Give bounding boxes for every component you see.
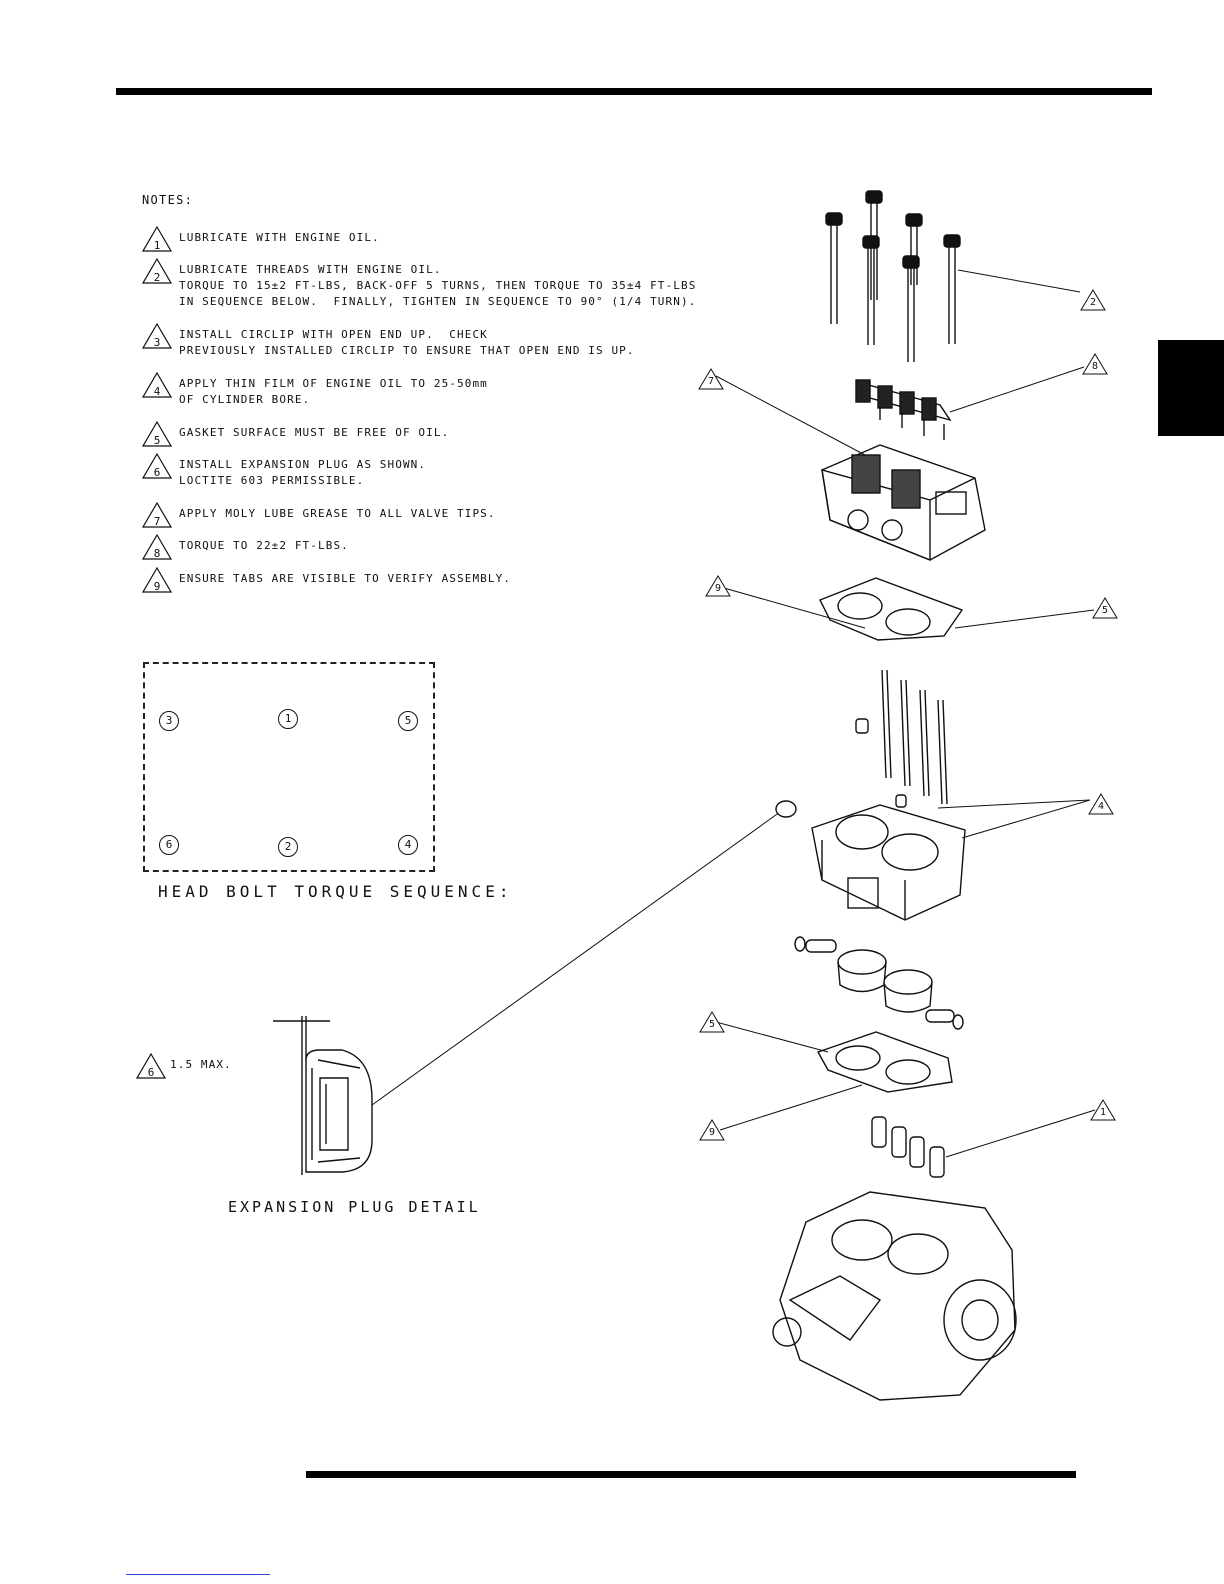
expansion-plug-caption: EXPANSION PLUG DETAIL [228,1198,481,1216]
leader-lines [715,269,1096,1158]
callout-head-bolts: 2 [1080,289,1106,311]
callout-triangle-icon [1088,793,1114,815]
bolt-position: 1 [278,709,298,729]
callout-triangle-icon [705,575,731,597]
callout-base-gasket-tabs: 9 [699,1119,725,1141]
callout-valve-tips: 7 [698,368,724,390]
head-gasket [819,577,964,641]
header-rule [116,88,1152,95]
rocker-arms [855,379,952,440]
chapter-tab [1158,340,1224,436]
lifters [871,1116,945,1178]
head-bolts [825,190,961,362]
callout-base-gasket-surface: 5 [699,1011,725,1033]
warning-triangle-icon [142,534,172,560]
callout-cylinder-bore: 4 [1088,793,1114,815]
bolt-position: 6 [159,835,179,855]
expansion-plug-detail [273,811,781,1175]
callout-lifters: 1 [1090,1099,1116,1121]
callout-triangle-icon [1082,353,1108,375]
callout-rocker-arms: 8 [1082,353,1108,375]
bolt-position: 4 [398,835,418,855]
notes-title: NOTES: [142,193,194,207]
cylinder-block [811,804,966,921]
warning-triangle-icon [142,323,172,349]
warning-triangle-icon [142,226,172,252]
pistons [794,936,964,1030]
callout-head-gasket-tabs: 9 [705,575,731,597]
warning-triangle-icon [142,372,172,398]
warning-triangle-icon [142,502,172,528]
warning-triangle-icon [136,1053,166,1079]
warning-triangle-icon [142,421,172,447]
crankcase [772,1191,1017,1401]
callout-triangle-icon [699,1119,725,1141]
callout-triangle-icon [699,1011,725,1033]
torque-sequence-caption: HEAD BOLT TORQUE SEQUENCE: [158,882,513,901]
callout-head-gasket-surface: 5 [1092,597,1118,619]
bolt-position: 2 [278,837,298,857]
callout-triangle-icon [1090,1099,1116,1121]
callout-triangle-icon [1092,597,1118,619]
warning-triangle-icon [142,453,172,479]
pushrods [775,669,948,818]
bolt-position: 3 [159,711,179,731]
base-gasket [816,1031,953,1093]
warning-triangle-icon [142,258,172,284]
warning-triangle-icon [142,567,172,593]
bolt-position: 5 [398,711,418,731]
footer-link-underline[interactable] [126,1574,270,1575]
cylinder-head [821,444,986,562]
callout-triangle-icon [1080,289,1106,311]
torque-sequence-box [143,662,435,872]
footer-rule [306,1471,1076,1478]
callout-triangle-icon [698,368,724,390]
